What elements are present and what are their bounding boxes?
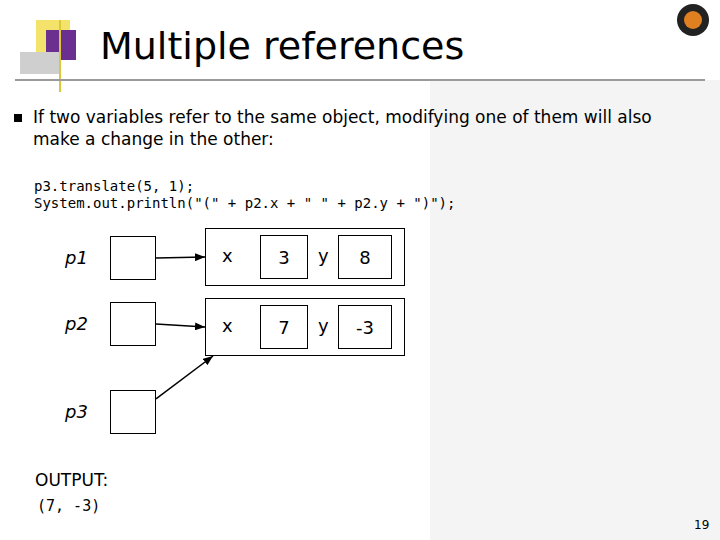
field-value: 3 — [278, 247, 289, 268]
variable-box: p1 — [110, 236, 156, 280]
faded-photo — [430, 80, 720, 540]
field-value-box: 3 — [260, 235, 308, 279]
field-name: x — [222, 245, 233, 266]
field-value: -3 — [356, 317, 374, 338]
corner-line — [59, 20, 61, 92]
field-value-box: -3 — [338, 305, 392, 349]
title-rule — [15, 79, 705, 81]
variable-box: p3 — [110, 390, 156, 434]
corner-square — [20, 52, 60, 74]
reference-arrow — [156, 257, 205, 258]
field-name: y — [318, 315, 329, 336]
variable-box: p2 — [110, 302, 156, 346]
code-line: p3.translate(5, 1); — [34, 178, 194, 194]
field-name: x — [222, 315, 233, 336]
output-text: (7, -3) — [37, 497, 100, 515]
field-value-box: 7 — [260, 305, 308, 349]
logo — [684, 11, 702, 29]
reference-arrow — [156, 324, 205, 327]
object-box: x y 7 -3 — [205, 298, 405, 356]
field-value: 7 — [278, 317, 289, 338]
variable-name: p2 — [65, 313, 88, 334]
field-value-box: 8 — [338, 235, 392, 279]
field-name: y — [318, 245, 329, 266]
bullet-text: If two variables refer to the same objec… — [33, 106, 693, 150]
logo — [677, 4, 709, 36]
slide-title: Multiple references — [100, 24, 464, 68]
variable-name: p1 — [65, 247, 88, 268]
code-line: System.out.println("(" + p2.x + " " + p2… — [34, 195, 455, 211]
bullet-mark — [14, 114, 22, 122]
output-heading: OUTPUT: — [35, 470, 108, 490]
variable-name: p3 — [65, 401, 88, 422]
reference-arrow — [156, 356, 213, 399]
page-number: 19 — [694, 518, 709, 532]
object-box: x y 3 8 — [205, 228, 405, 286]
field-value: 8 — [359, 247, 370, 268]
